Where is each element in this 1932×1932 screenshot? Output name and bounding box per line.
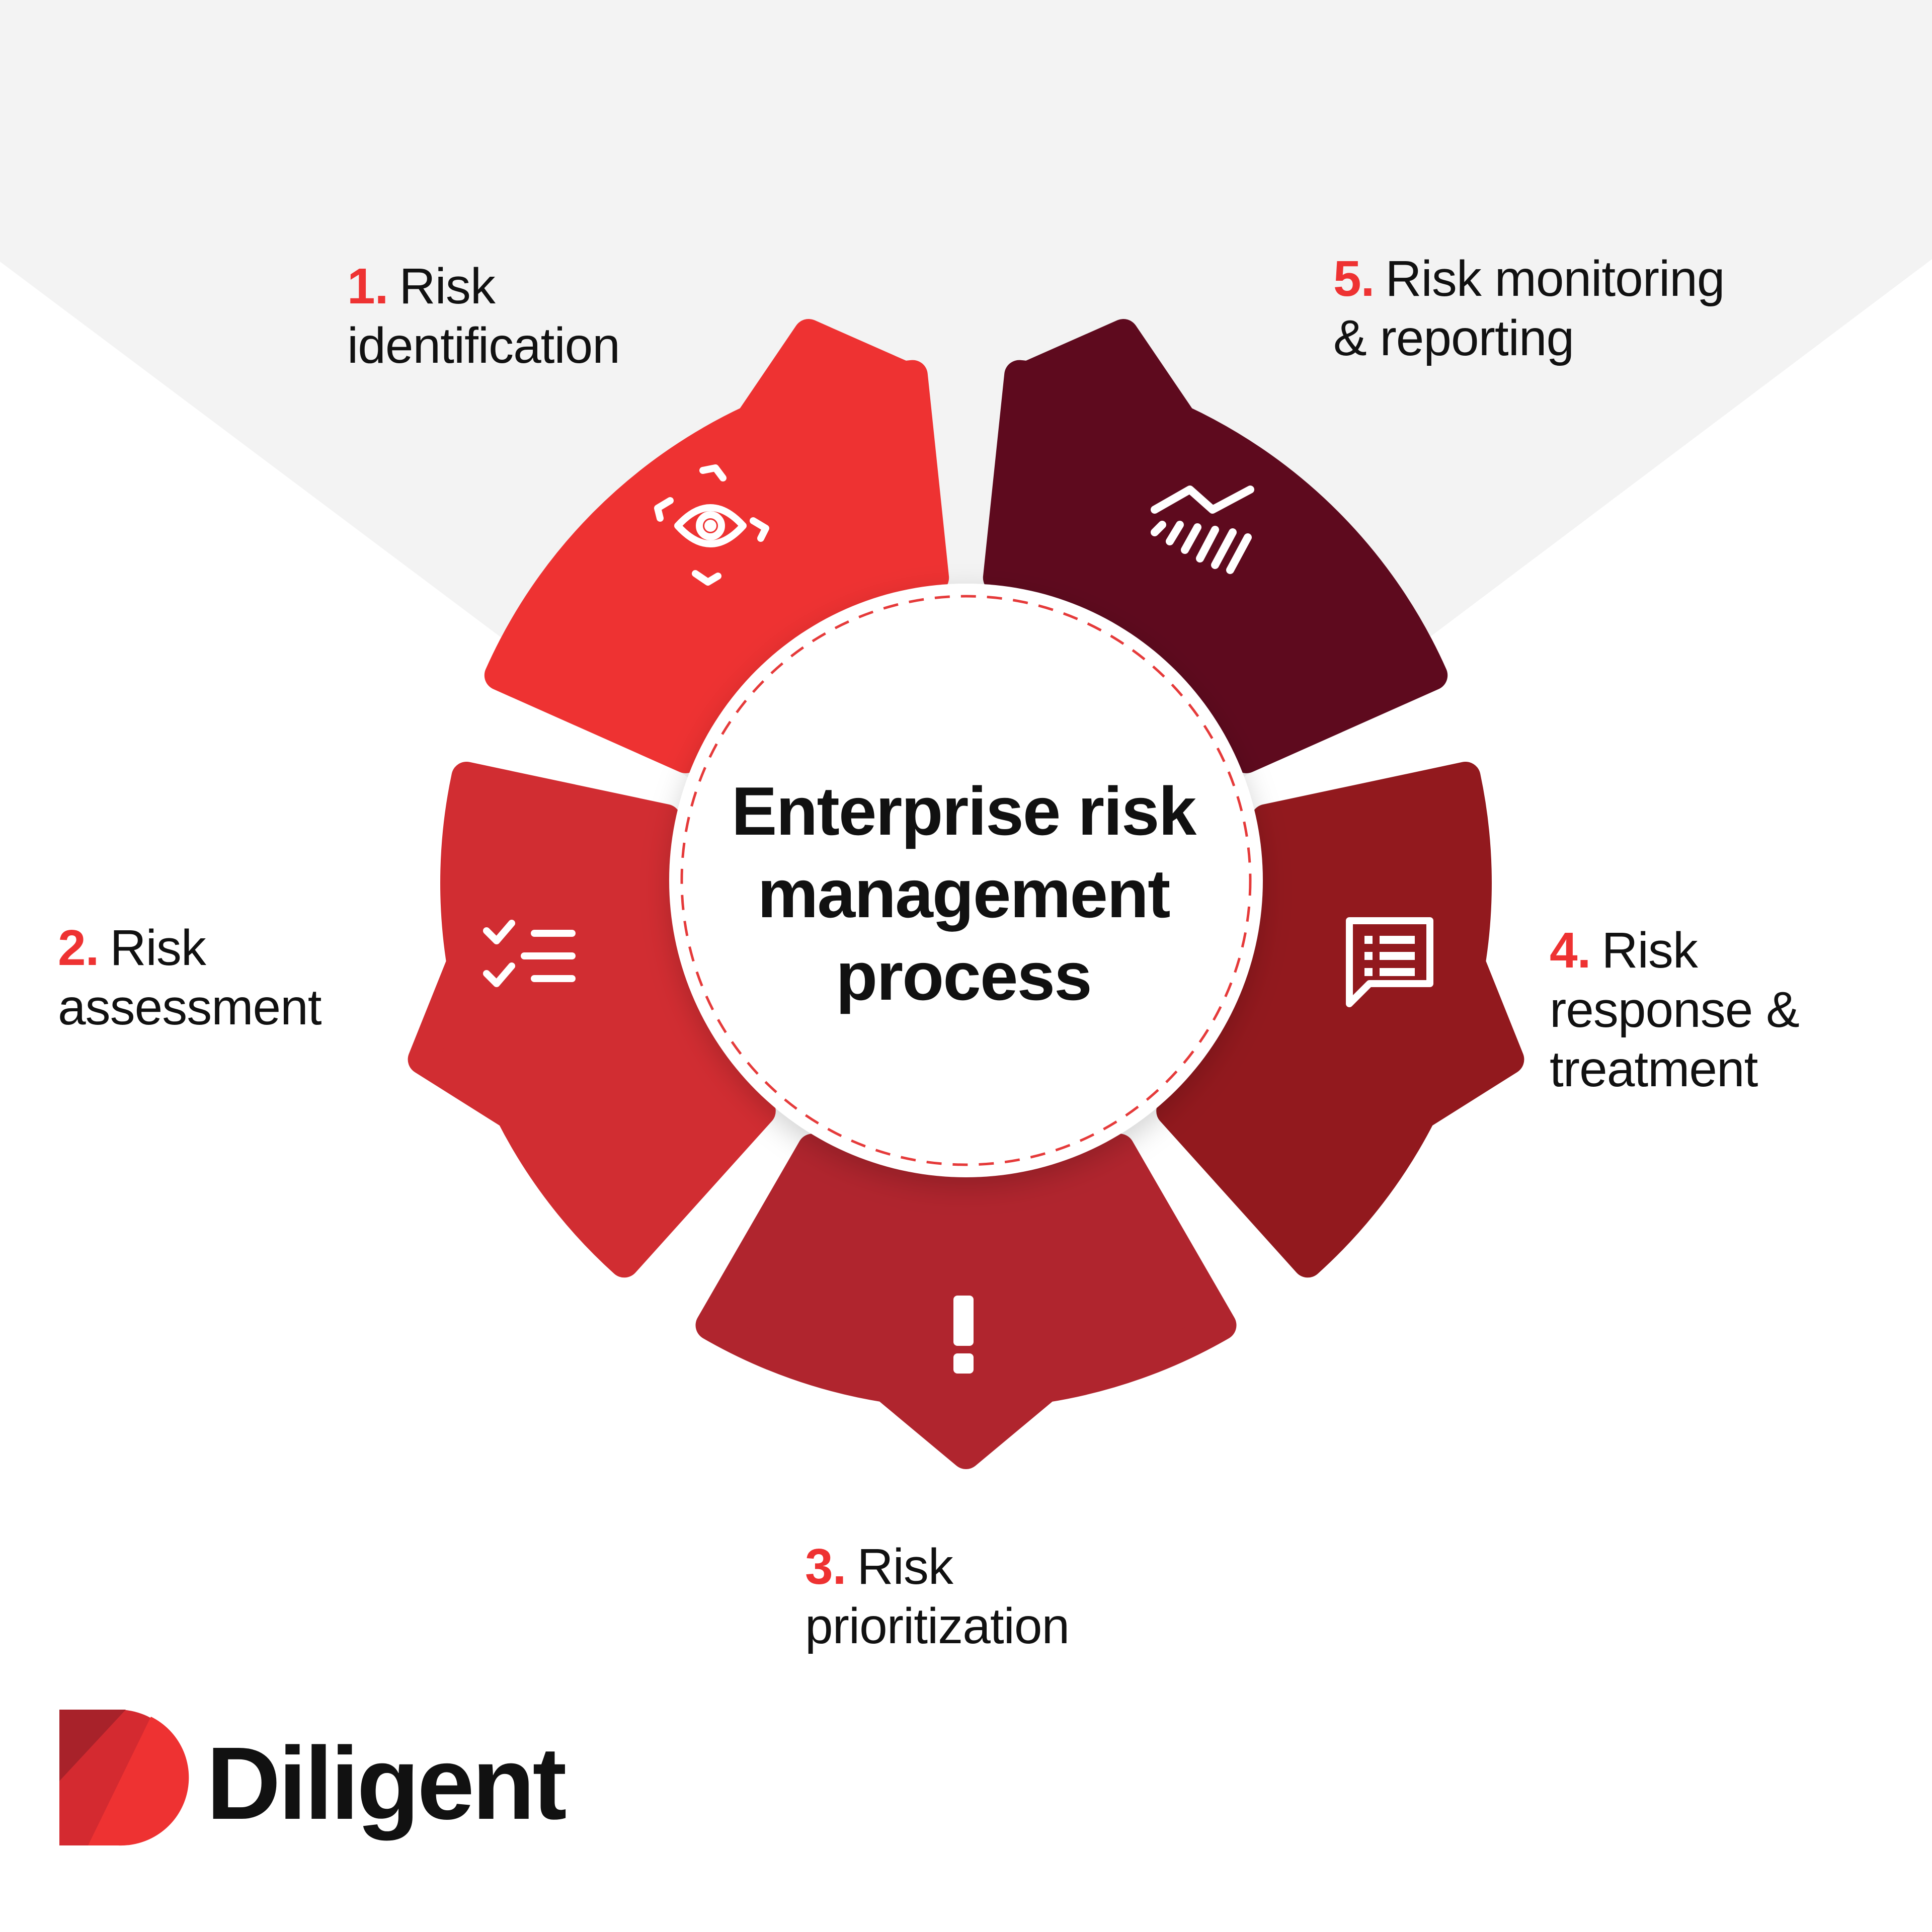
center-title-line2: management: [757, 855, 1171, 932]
step-2-number: 2.: [58, 920, 99, 976]
step-4-line3: treatment: [1550, 1041, 1758, 1097]
step-5-label: 5.Risk monitoring & reporting: [1333, 249, 1725, 368]
step-3-label: 3.Risk prioritization: [805, 1537, 1070, 1656]
chart-trend-icon: [1151, 486, 1254, 574]
eye-focus-icon: [654, 464, 769, 586]
step-1-label: 1.Risk identification: [347, 257, 620, 375]
brand-name: Diligent: [206, 1726, 567, 1841]
ring-segment-step-4: [1156, 762, 1524, 1278]
step-2-line2: assessment: [58, 979, 322, 1035]
step-4-line2: response &: [1550, 982, 1800, 1038]
center-circle: [669, 584, 1263, 1177]
exclamation-icon: [953, 1296, 974, 1374]
ring-segment-step-2: [408, 762, 776, 1278]
center-dashed-ring: [680, 595, 1252, 1166]
step-5-line1: Risk monitoring: [1385, 251, 1725, 307]
background-band: [0, 0, 1932, 986]
checklist-icon: [483, 920, 576, 987]
step-4-number: 4.: [1550, 922, 1591, 979]
center-title-line3: process: [836, 938, 1092, 1014]
step-5-line2: & reporting: [1333, 310, 1574, 366]
step-3-line2: prioritization: [805, 1598, 1070, 1654]
center-title: Enterprise risk management process: [654, 770, 1273, 1017]
center-title-line1: Enterprise risk: [731, 773, 1196, 849]
step-3-number: 3.: [805, 1539, 846, 1595]
step-2-line1: Risk: [110, 920, 206, 976]
step-3-line1: Risk: [857, 1539, 953, 1595]
step-5-number: 5.: [1333, 251, 1375, 307]
step-1-number: 1.: [347, 258, 388, 314]
step-4-label: 4.Risk response & treatment: [1550, 921, 1800, 1099]
step-1-line2: identification: [347, 317, 620, 374]
step-2-label: 2.Risk assessment: [58, 918, 322, 1037]
step-4-line1: Risk: [1601, 922, 1698, 979]
ring-segment-step-5: [983, 319, 1448, 773]
step-1-line1: Risk: [399, 258, 495, 314]
message-list-icon: [1346, 917, 1433, 1007]
brand-logo-mark: [59, 1710, 189, 1846]
